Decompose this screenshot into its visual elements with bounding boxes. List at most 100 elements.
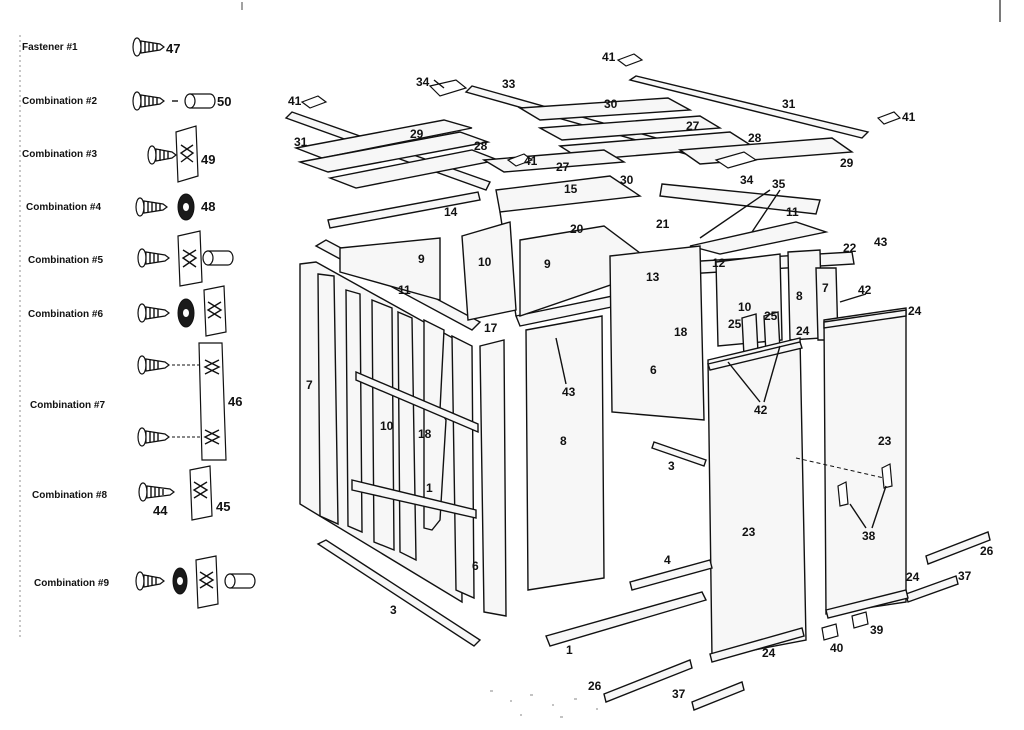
callout-1: 1 — [426, 481, 433, 495]
callout-37: 37 — [672, 687, 686, 701]
stop-39 — [851, 611, 869, 629]
track-26-right — [925, 531, 991, 565]
washer-icon — [177, 193, 195, 221]
callout-37: 37 — [958, 569, 972, 583]
frame-11-right — [659, 183, 821, 215]
floor-tracks — [316, 441, 991, 711]
callout-7: 7 — [822, 281, 829, 295]
ridge-cap-34 — [714, 151, 758, 169]
roof-panel — [297, 131, 491, 173]
callout-8: 8 — [560, 434, 567, 448]
callout-10: 10 — [478, 255, 492, 269]
door-track-24 — [825, 589, 909, 619]
part-number-44: 44 — [153, 503, 168, 518]
hardware-icons — [132, 37, 256, 609]
roof-rail-31-right — [628, 75, 870, 139]
upper-frame — [314, 175, 855, 331]
callout-18: 18 — [674, 325, 688, 339]
callout-30: 30 — [604, 97, 618, 111]
callout-6: 6 — [472, 559, 479, 573]
callout-40: 40 — [830, 641, 844, 655]
callout-24: 24 — [906, 570, 920, 584]
handle-38 — [881, 463, 893, 489]
leader-lines — [433, 79, 887, 529]
roof-panel — [293, 119, 473, 159]
callout-24: 24 — [762, 646, 776, 660]
part-number-46: 46 — [228, 394, 243, 409]
screw-icon — [132, 37, 165, 57]
door-track-24 — [709, 627, 805, 663]
callout-31: 31 — [294, 135, 308, 149]
washer-icon — [172, 567, 188, 595]
roof-panel — [481, 149, 627, 173]
callout-25: 25 — [728, 317, 742, 331]
callout-34: 34 — [416, 75, 430, 89]
legend-label-combination-5: Combination #5 — [28, 255, 104, 266]
callout-30: 30 — [620, 173, 634, 187]
callout-29: 29 — [410, 127, 424, 141]
part-number-48: 48 — [201, 199, 216, 214]
frame-15 — [495, 175, 642, 213]
bracket-icon — [198, 342, 227, 461]
door-23-left — [707, 337, 807, 659]
washer-icon — [177, 298, 195, 328]
callout-41: 41 — [288, 94, 302, 108]
back-panel-6 — [609, 245, 705, 421]
legend-label-combination-3: Combination #3 — [22, 149, 98, 160]
callout-20: 20 — [570, 222, 584, 236]
bushing-icon — [224, 573, 256, 589]
callout-38: 38 — [862, 529, 876, 543]
callout-31: 31 — [782, 97, 796, 111]
callout-24: 24 — [908, 304, 922, 318]
track-37-right — [905, 575, 959, 603]
callout-3: 3 — [390, 603, 397, 617]
bushing-icon — [184, 93, 216, 109]
screw-icon — [135, 571, 165, 591]
callout-13: 13 — [646, 270, 660, 284]
callout-27: 27 — [556, 160, 570, 174]
callout-1: 1 — [566, 643, 573, 657]
frame-14 — [327, 191, 481, 229]
door-rail — [823, 309, 907, 329]
screw-icon — [137, 303, 170, 323]
gable-9-left — [339, 237, 441, 301]
callout-42: 42 — [858, 283, 872, 297]
callout-11: 11 — [786, 205, 799, 219]
callout-15: 15 — [564, 182, 578, 196]
legend-label-combination-8: Combination #8 — [32, 490, 108, 501]
callout-43: 43 — [562, 385, 576, 399]
part-number-45: 45 — [216, 499, 231, 514]
stud — [345, 289, 363, 534]
callout-42: 42 — [754, 403, 768, 417]
rail-1 — [351, 479, 477, 519]
callout-labels: 41 34 33 30 31 41 41 29 28 27 28 31 29 4… — [288, 50, 994, 701]
screw-icon — [137, 427, 170, 447]
part-number-50: 50 — [217, 94, 232, 109]
callout-7: 7 — [306, 378, 313, 392]
gusset-41 — [876, 111, 902, 125]
callout-26: 26 — [980, 544, 994, 558]
roof-panel — [537, 115, 723, 141]
callout-8: 8 — [796, 289, 803, 303]
roof-assembly — [284, 53, 902, 191]
callout-41: 41 — [602, 50, 616, 64]
callout-22: 22 — [843, 241, 857, 255]
callout-35: 35 — [772, 177, 786, 191]
callout-29: 29 — [840, 156, 854, 170]
callout-28: 28 — [474, 139, 488, 153]
screw-icon — [138, 482, 175, 502]
rail — [355, 370, 479, 434]
callout-17: 17 — [484, 321, 498, 335]
corner-post-17 — [479, 339, 507, 617]
track-3-back — [651, 441, 707, 467]
screw-icon — [147, 145, 177, 165]
callout-34: 34 — [740, 173, 754, 187]
roof-panel — [517, 97, 693, 121]
screw-icon — [137, 248, 170, 268]
callout-28: 28 — [748, 131, 762, 145]
panel-8 — [525, 315, 605, 591]
legend-label-combination-2: Combination #2 — [22, 96, 98, 107]
callout-11: 11 — [398, 283, 411, 297]
legend-label-combination-9: Combination #9 — [34, 578, 110, 589]
